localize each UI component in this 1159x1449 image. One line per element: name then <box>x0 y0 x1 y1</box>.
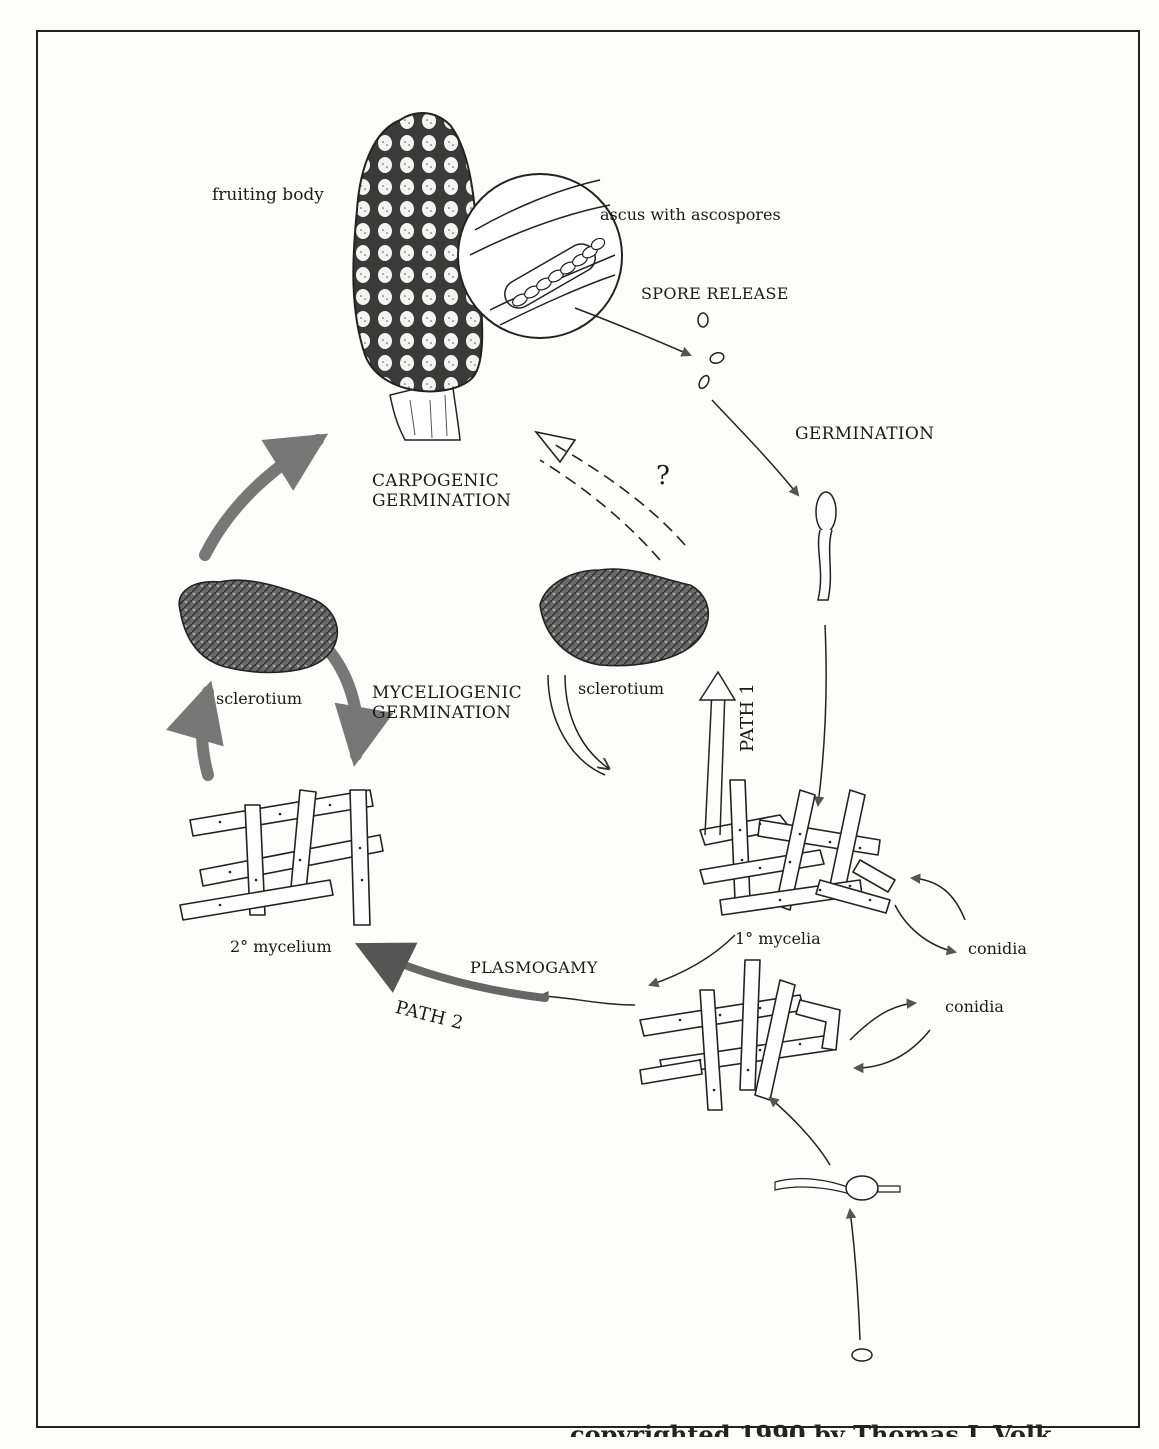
carpogenic-germination-label: CARPOGENIC GERMINATION <box>372 472 511 511</box>
bottom-spore-arrow <box>850 1210 860 1340</box>
conidia-arrow-in <box>912 878 965 920</box>
path1-label: PATH 1 <box>738 683 759 752</box>
path1-arrowhead <box>700 672 735 700</box>
conidia-arrow-out <box>895 905 955 952</box>
plasmogamy-label: PLASMOGAMY <box>470 959 598 977</box>
conidia-lower-label: conidia <box>945 998 1004 1016</box>
spore-icon <box>697 313 725 390</box>
conidia-arrow-lower-in <box>855 1030 930 1068</box>
spore-release-arrow <box>575 308 690 355</box>
carpogenic-arrow <box>205 440 318 555</box>
germination-label: GERMINATION <box>795 425 934 445</box>
myceliogenic-germination-label: MYCELIOGENIC GERMINATION <box>372 684 522 723</box>
bottom-germinating-spore-icon <box>775 1176 900 1361</box>
primary-mycelia-label: 1° mycelia <box>735 930 821 948</box>
ascus-label: ascus with ascospores <box>600 206 781 224</box>
conidia-arrow-lower-out <box>850 1003 915 1040</box>
germinating-spore-icon <box>816 492 836 600</box>
sclerotium-left-icon <box>179 580 337 672</box>
plasmogamy-arrow-2 <box>540 996 635 1005</box>
secondary-mycelium-icon <box>180 790 383 925</box>
spore-release-label: SPORE RELEASE <box>641 285 789 303</box>
secondary-mycelium-label: 2° mycelium <box>230 938 332 956</box>
to-mycelia-arrow <box>818 625 826 805</box>
dashed-arrow-b <box>540 460 660 560</box>
to-lower-mycelia-arrow <box>770 1098 830 1165</box>
plasmogamy-arrow <box>650 935 735 985</box>
ascus-circle-icon <box>458 174 622 338</box>
dashed-arrow-a <box>550 442 685 545</box>
myceliogenic-arrow <box>330 652 358 755</box>
mycelium-to-sclerotium-arrow <box>202 692 208 775</box>
path1-arrow-shaft <box>705 690 725 835</box>
dashed-arrowhead <box>536 432 575 462</box>
sclerotium-left-label: sclerotium <box>216 690 302 708</box>
sclerotium-right-icon <box>540 569 708 666</box>
lower-mycelia-icon <box>640 960 840 1110</box>
copyright-footer: copyrighted 1990 by Thomas J. Volk <box>570 1420 1052 1449</box>
fruiting-body-label: fruiting body <box>212 186 324 206</box>
question-mark: ? <box>656 462 670 492</box>
conidia-upper-label: conidia <box>968 940 1027 958</box>
primary-mycelia-icon <box>700 780 895 915</box>
germination-arrow <box>712 400 798 495</box>
sclerotium-right-label: sclerotium <box>578 680 664 698</box>
